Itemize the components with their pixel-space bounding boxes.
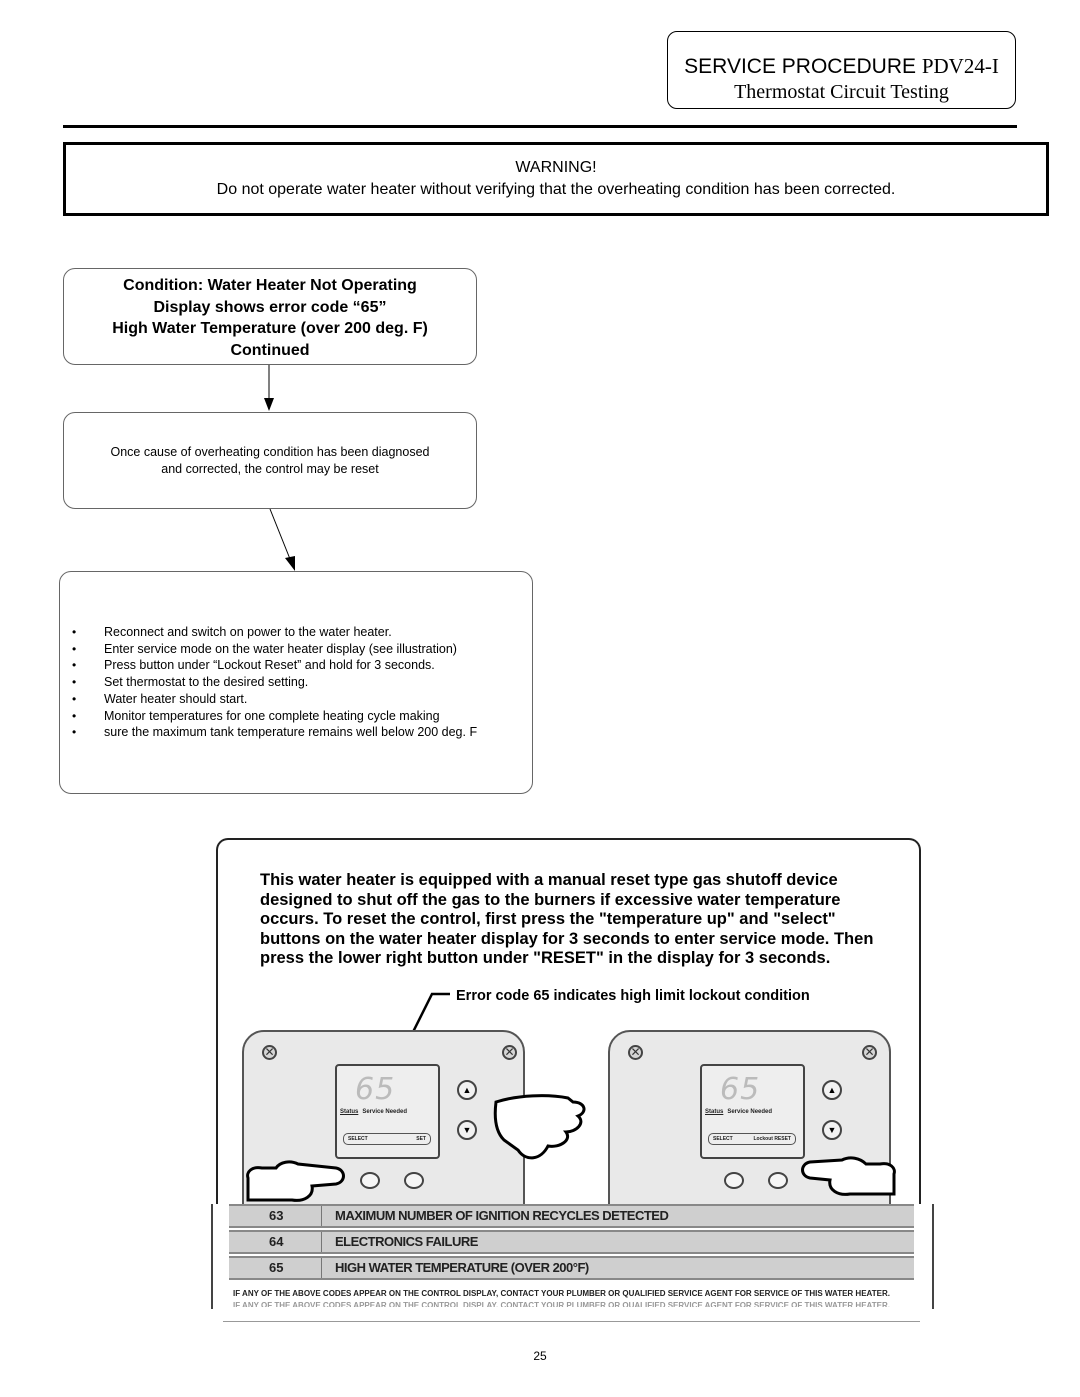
select-label: SELECT — [713, 1136, 733, 1142]
reset-line-1: Once cause of overheating condition has … — [110, 445, 430, 459]
screw-icon: ✕ — [262, 1045, 277, 1060]
table-right-border — [932, 1204, 934, 1309]
condition-box: Condition: Water Heater Not Operating Di… — [63, 268, 477, 365]
condition-line-3: High Water Temperature (over 200 deg. F) — [112, 320, 428, 337]
error-description: Maximum number of ignition recycles dete… — [335, 1208, 669, 1223]
reset-line-2: and corrected, the control may be reset — [161, 462, 379, 476]
status-label: Status — [340, 1109, 359, 1115]
select-button[interactable] — [360, 1172, 380, 1189]
arrow-line-2 — [269, 508, 291, 560]
arrow-head-2 — [285, 556, 295, 571]
row-divider — [321, 1206, 322, 1226]
select-button[interactable] — [724, 1172, 744, 1189]
warning-box: WARNING! Do not operate water heater wit… — [63, 142, 1049, 216]
header-rule — [63, 125, 1017, 128]
pointing-hands — [246, 1094, 896, 1202]
down-arrow-button-icon[interactable]: ▼ — [822, 1120, 842, 1140]
step-item: Reconnect and switch on power to the wat… — [60, 624, 477, 641]
table-bottom-rule — [223, 1321, 920, 1322]
error-code: 64 — [269, 1234, 284, 1249]
procedure-prefix: SERVICE PROCEDURE — [684, 55, 922, 78]
steps-list: Reconnect and switch on power to the wat… — [60, 624, 477, 741]
error-code: 63 — [269, 1208, 284, 1223]
screw-icon: ✕ — [628, 1045, 643, 1060]
table-row: 65 High water temperature (over 200°F) — [229, 1256, 914, 1280]
warning-message: Do not operate water heater without veri… — [216, 181, 896, 198]
error-code-table: 63 Maximum number of ignition recycles d… — [211, 1204, 934, 1326]
pointing-hand-icon — [801, 1156, 896, 1196]
error-code: 65 — [269, 1260, 284, 1275]
procedure-header: SERVICE PROCEDURE PDV24-I Thermostat Cir… — [667, 31, 1016, 109]
button-label-bar: SELECT Lockout RESET — [708, 1133, 796, 1145]
down-arrow-button-icon[interactable]: ▼ — [457, 1120, 477, 1140]
screw-icon: ✕ — [502, 1045, 517, 1060]
steps-box: Reconnect and switch on power to the wat… — [59, 571, 533, 794]
up-arrow-button-icon[interactable]: ▲ — [457, 1080, 477, 1100]
model-number: PDV24-I — [921, 54, 999, 78]
condition-line-4: Continued — [230, 341, 310, 359]
display-code: 65 — [355, 1072, 396, 1107]
condition-line-1: Condition: Water Heater Not Operating — [123, 277, 417, 294]
table-row: 63 Maximum number of ignition recycles d… — [229, 1204, 914, 1228]
reset-box: Once cause of overheating condition has … — [63, 412, 477, 509]
error-description: Electronics failure — [335, 1234, 478, 1249]
error-code-callout: Error code 65 indicates high limit locko… — [456, 988, 810, 1004]
procedure-title: SERVICE PROCEDURE PDV24-I — [668, 54, 1015, 79]
lockout-reset-button[interactable] — [768, 1172, 788, 1189]
status-value: Service Needed — [362, 1109, 408, 1115]
table-row: 64 Electronics failure — [229, 1230, 914, 1254]
set-button[interactable] — [404, 1172, 424, 1189]
condition-line-2: Display shows error code “65” — [153, 298, 387, 316]
table-footer-bleed: IF ANY OF THE ABOVE CODES APPEAR ON THE … — [233, 1301, 890, 1307]
status-value: Service Needed — [727, 1109, 773, 1115]
pointing-hand-icon — [493, 1094, 586, 1160]
table-footer-note: IF ANY OF THE ABOVE CODES APPEAR ON THE … — [233, 1289, 890, 1298]
lockout-reset-label: Lockout RESET — [753, 1136, 791, 1142]
display-code: 65 — [720, 1072, 761, 1107]
error-description: High water temperature (over 200°F) — [335, 1260, 589, 1275]
table-left-border — [211, 1204, 213, 1309]
pointing-hand-icon — [246, 1160, 345, 1202]
button-label-bar: SELECT SET — [343, 1133, 431, 1145]
step-item: Monitor temperatures for one complete he… — [60, 708, 477, 725]
reset-illustration: This water heater is equipped with a man… — [216, 838, 921, 1204]
arrow-head-1 — [264, 398, 274, 411]
status-label: Status — [705, 1109, 724, 1115]
illustration-instructions: This water heater is equipped with a man… — [260, 871, 874, 967]
step-item: Press button under “Lockout Reset” and h… — [60, 657, 477, 674]
warning-title: WARNING! — [515, 159, 597, 176]
set-label: SET — [416, 1136, 426, 1142]
select-label: SELECT — [348, 1136, 368, 1142]
up-arrow-button-icon[interactable]: ▲ — [822, 1080, 842, 1100]
step-item: Set thermostat to the desired setting. — [60, 674, 477, 691]
procedure-subtitle: Thermostat Circuit Testing — [734, 81, 949, 103]
row-divider — [321, 1258, 322, 1278]
row-divider — [321, 1232, 322, 1252]
page-number: 25 — [533, 1349, 547, 1363]
step-item: Water heater should start. — [60, 691, 477, 708]
step-item: Enter service mode on the water heater d… — [60, 641, 477, 658]
screw-icon: ✕ — [862, 1045, 877, 1060]
step-item: sure the maximum tank temperature remain… — [60, 724, 477, 741]
